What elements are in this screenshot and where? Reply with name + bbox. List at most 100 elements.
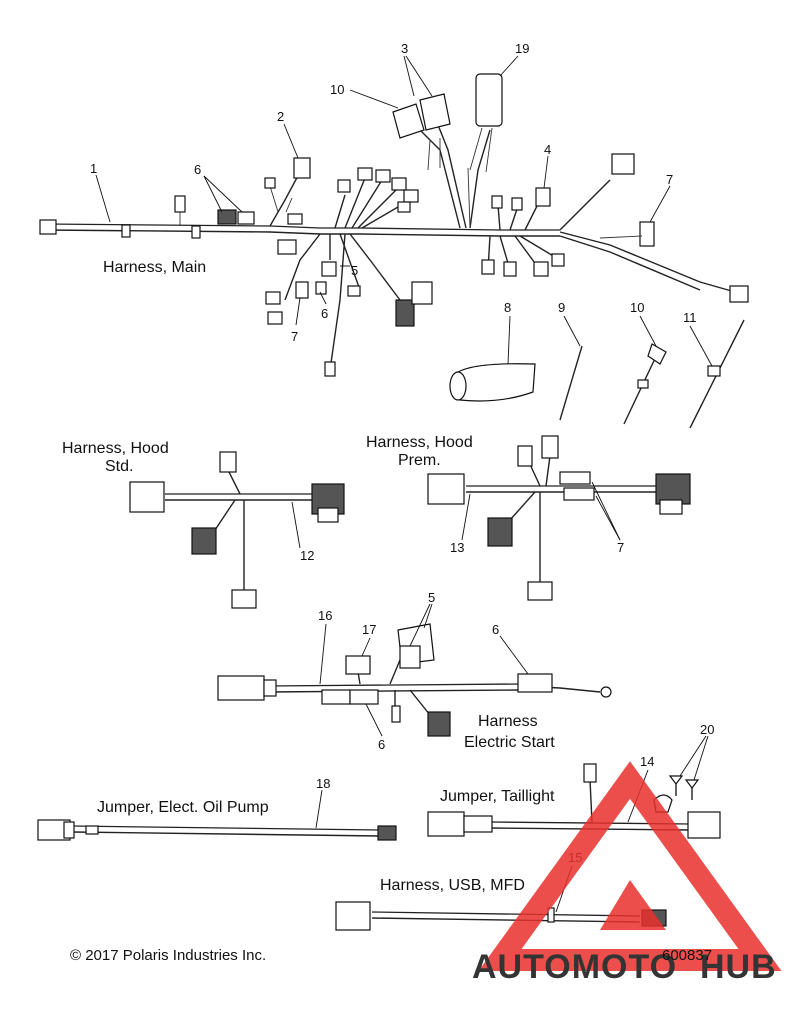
callout-6: 6 — [194, 162, 201, 177]
hood-prem-left-connector — [427, 473, 465, 505]
connector-item-6 — [315, 281, 327, 295]
callout-12: 12 — [300, 548, 314, 563]
hood-prem-right-connector-base — [659, 499, 683, 515]
fuse-item-17 — [345, 655, 371, 675]
fuse-holder-item-19 — [475, 73, 503, 127]
label-es-2: Electric Start — [464, 734, 555, 751]
part-number: 600837 — [662, 947, 712, 964]
connector-item-7 — [295, 281, 309, 299]
connector-lower — [411, 281, 433, 305]
part-9-tie — [559, 345, 583, 421]
hood-prem-lower-connector — [487, 517, 513, 547]
callout-10: 10 — [330, 82, 344, 97]
hood-std-lower-connector — [191, 527, 217, 555]
hood-std-harness: Harness, Hood Std. 12 — [62, 440, 345, 609]
connector-item-7 — [559, 471, 591, 485]
callout-3: 3 — [401, 41, 408, 56]
taillight-top-connector — [583, 763, 597, 783]
oil-pump-jumper: Jumper, Elect. Oil Pump 18 — [37, 776, 397, 841]
hood-prem-top-connector — [517, 445, 533, 467]
callout-7: 7 — [666, 172, 673, 187]
label-usb-mfd: Harness, USB, MFD — [380, 877, 525, 894]
trunk-clip — [121, 224, 131, 238]
small-connector — [357, 167, 373, 181]
es-lower-connector — [427, 711, 451, 737]
small-connector — [287, 213, 303, 225]
oil-pump-label-band — [85, 825, 99, 835]
small-connector — [511, 197, 523, 211]
label-es-1: Harness — [478, 713, 538, 730]
callout-14: 14 — [640, 754, 654, 769]
relay-item-10 — [392, 103, 425, 139]
callout-7-lower: 7 — [291, 329, 298, 344]
callout-10-part: 10 — [630, 300, 644, 315]
label-oil-pump: Jumper, Elect. Oil Pump — [97, 799, 269, 816]
hood-prem-harness: Harness, Hood Prem. 13 7 — [366, 434, 691, 601]
small-connector — [391, 177, 407, 191]
relay-item-5 — [399, 645, 421, 669]
taillight-left-connector — [427, 811, 465, 837]
oil-pump-left-boot — [63, 821, 75, 839]
connector-item-4 — [535, 187, 551, 207]
copyright-text: © 2017 Polaris Industries Inc. — [70, 947, 266, 964]
callout-19: 19 — [515, 41, 529, 56]
hood-prem-top-connector — [541, 435, 559, 459]
es-terminal — [391, 705, 401, 723]
label-hood-prem-1: Harness, Hood — [366, 434, 473, 451]
callout-4: 4 — [544, 142, 551, 157]
small-connector — [265, 291, 281, 305]
callout-1: 1 — [90, 161, 97, 176]
main-right-connector — [729, 285, 749, 303]
callout-6-lower: 6 — [321, 306, 328, 321]
small-connector — [347, 285, 361, 297]
callout-6-es-lower: 6 — [378, 737, 385, 752]
fuse-connector — [174, 195, 186, 213]
small-connector — [503, 261, 517, 277]
watermark-text-a: AUTOMOTO — [472, 948, 677, 986]
callout-6-es: 6 — [492, 622, 499, 637]
screw-item-20 — [668, 775, 700, 800]
callout-7-prem: 7 — [617, 540, 624, 555]
connector-item-6-es-lower — [321, 689, 351, 705]
hood-prem-bottom-connector — [527, 581, 553, 601]
relay-item-3 — [419, 93, 451, 131]
callout-11: 11 — [683, 310, 697, 325]
connector-item-6-es-lower — [349, 689, 379, 705]
small-connector — [481, 259, 495, 275]
part-8-conduit — [449, 363, 536, 402]
label-hood-prem-2: Prem. — [398, 452, 441, 469]
connector-item-6 — [237, 211, 255, 225]
callout-16: 16 — [318, 608, 332, 623]
callout-9: 9 — [558, 300, 565, 315]
callout-5: 5 — [351, 263, 358, 278]
ring-terminal — [600, 686, 612, 698]
small-connector — [551, 253, 565, 267]
connector-item-2 — [293, 157, 311, 179]
label-taillight: Jumper, Taillight — [440, 788, 555, 805]
callout-20: 20 — [700, 722, 714, 737]
es-left-connector — [217, 675, 265, 701]
label-hood-std-1: Harness, Hood — [62, 440, 169, 457]
small-connector — [264, 177, 276, 189]
small-connector — [324, 361, 336, 377]
label-harness-main: Harness, Main — [103, 259, 206, 276]
small-connector — [375, 169, 391, 183]
small-connector — [491, 195, 503, 209]
main-callouts: 1 2 3 10 19 4 7 6 5 6 7 Harness, Main — [90, 41, 673, 344]
taillight-right-connector — [687, 811, 721, 839]
small-connector — [277, 239, 297, 255]
callout-5-es: 5 — [428, 590, 435, 605]
connector-item-7 — [639, 221, 655, 247]
callout-13: 13 — [450, 540, 464, 555]
taillight-jumper: Jumper, Taillight 14 20 — [427, 722, 721, 839]
usb-left-connector — [335, 901, 371, 931]
main-left-connector — [39, 219, 57, 235]
small-connector — [403, 189, 419, 203]
watermark-text-b: HUB — [700, 948, 777, 986]
hood-std-left-connector — [129, 481, 165, 513]
main-harness — [39, 73, 749, 377]
part-11-tie-mount — [689, 319, 745, 429]
hood-std-right-connector-base — [317, 507, 339, 523]
